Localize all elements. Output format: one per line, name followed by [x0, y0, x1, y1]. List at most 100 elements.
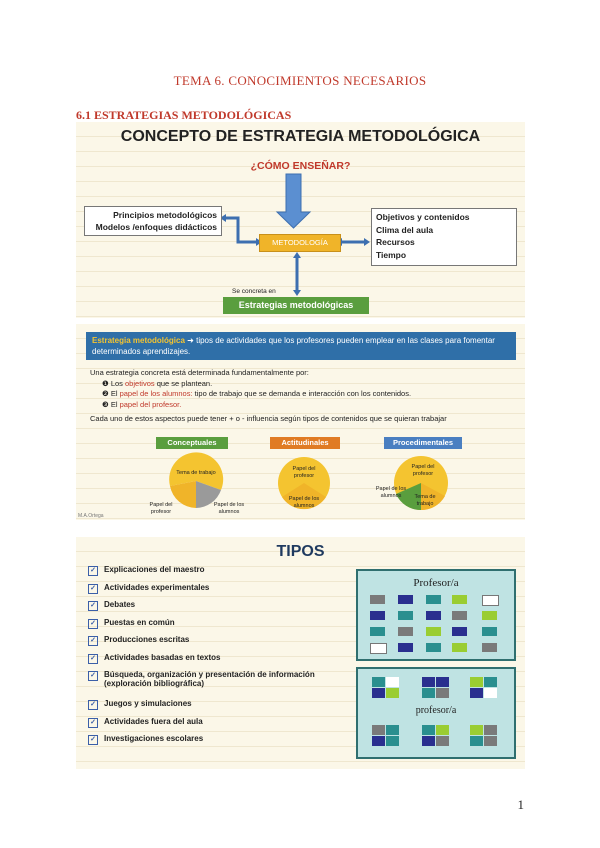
- methodology-node: METODOLOGÍA: [259, 234, 341, 252]
- desk-icon: [370, 611, 385, 620]
- slide-concept: CONCEPTO DE ESTRATEGIA METODOLÓGICA ¿CÓM…: [76, 122, 525, 318]
- factor-objectives: Objetivos y contenidos: [376, 212, 470, 222]
- list-item: ✓ Producciones escritas: [88, 635, 368, 653]
- pie1-label-a: Tema de trabajo: [176, 470, 216, 476]
- determinants-intro: Una estrategia concreta está determinada…: [90, 368, 309, 377]
- desk-icon: [482, 611, 497, 620]
- group-table-icon: [470, 725, 498, 747]
- type-label: Juegos y simulaciones: [104, 699, 192, 708]
- banner-text: tipos de actividades que los profesores …: [92, 336, 495, 356]
- list-item: ✓ Actividades basadas en textos: [88, 653, 368, 671]
- desk-icon: [398, 627, 413, 636]
- strategies-node: Estrategias metodológicas: [223, 297, 369, 314]
- desk-icon: [452, 611, 467, 620]
- list-item: ✓ Debates: [88, 600, 368, 618]
- checkbox-icon: ✓: [88, 735, 98, 745]
- tag-attitudinal: Actitudinales: [270, 437, 340, 449]
- pie1-teacher: [170, 481, 196, 508]
- item-key: papel de los alumnos:: [119, 389, 193, 398]
- slide1-title: CONCEPTO DE ESTRATEGIA METODOLÓGICA: [120, 128, 481, 145]
- pie2-students: [282, 483, 326, 510]
- type-label: Investigaciones escolares: [104, 734, 204, 743]
- checkbox-icon: ✓: [88, 653, 98, 664]
- principles-box: Principios metodológicos Modelos /enfoqu…: [84, 206, 222, 236]
- pie1-students: [196, 481, 221, 508]
- list-item: ✓ Explicaciones del maestro: [88, 565, 368, 583]
- type-label: Actividades basadas en textos: [104, 652, 221, 662]
- desk-icon: [482, 595, 499, 606]
- type-label: Explicaciones del maestro: [104, 565, 205, 574]
- type-label: Debates: [104, 600, 136, 609]
- list-item: ✓ Actividades fuera del aula: [88, 717, 368, 735]
- tag-conceptual: Conceptuales: [156, 437, 228, 449]
- pie1-label-b: Papel del profesor: [149, 502, 173, 515]
- left-connector-icon: [226, 216, 256, 244]
- item-post: que se plantean.: [154, 378, 213, 388]
- pie-attitudinal: [278, 457, 330, 510]
- pie2-label-a: Papel del profesor: [292, 466, 316, 479]
- classroom-rows-panel: Profesor/a: [356, 569, 516, 661]
- number-bullet-icon: ❷: [102, 389, 109, 398]
- pie3-topic: [421, 483, 445, 511]
- list-item: ✓Puestas en común: [88, 618, 368, 636]
- question-label: ¿CÓMO ENSEÑAR?: [250, 160, 351, 172]
- arrow-right-icon: ➜: [187, 336, 194, 345]
- pie3-label-b: Papel de los alumnos: [375, 486, 407, 499]
- slide-types: TIPOS ✓Explicaciones del maestro ✓Activi…: [76, 537, 525, 769]
- classroom-groups-panel: profesor/a: [356, 667, 516, 759]
- desk-icon: [370, 627, 385, 636]
- number-bullet-icon: ❸: [102, 399, 109, 409]
- checkbox-icon: ✓: [88, 583, 98, 594]
- item-key: papel del profesor.: [119, 399, 182, 409]
- desk-icon: [398, 595, 413, 604]
- determinants-text: Una estrategia concreta está determinada…: [90, 368, 520, 425]
- item-post: tipo de trabajo que se demanda e interac…: [192, 389, 412, 398]
- page-number: 1: [517, 797, 525, 812]
- checkbox-icon: ✓: [88, 618, 98, 629]
- factors-box: Objetivos y contenidos Clima del aula Re…: [371, 208, 517, 266]
- number-bullet-icon: ❶: [102, 378, 109, 388]
- checkbox-icon: ✓: [88, 601, 98, 611]
- checkbox-icon: ✓: [88, 700, 98, 710]
- checkbox-icon: ✓: [88, 636, 98, 646]
- pie3-students: [396, 483, 421, 511]
- checkbox-icon: ✓: [88, 566, 98, 576]
- type-label: Producciones escritas: [104, 635, 190, 644]
- concreta-label: Se concreta en: [232, 288, 276, 295]
- factor-time: Tiempo: [376, 249, 407, 260]
- desk-icon: [426, 627, 441, 636]
- panel2-title: profesor/a: [415, 705, 457, 716]
- tag-procedural: Procedimentales: [384, 437, 462, 449]
- down-arrow-icon: [275, 173, 312, 229]
- group-table-icon: [372, 677, 400, 699]
- desk-icon: [482, 643, 497, 652]
- type-label: Actividades fuera del aula: [104, 716, 203, 726]
- principles-line: Principios metodológicos: [113, 210, 217, 220]
- desk-icon: [426, 595, 441, 604]
- panel1-title: Profesor/a: [413, 577, 459, 589]
- group-table-icon: [422, 677, 450, 699]
- banner-highlight: Estrategia metodológica: [92, 336, 185, 345]
- section-title: 6.1 ESTRATEGIAS METODOLÓGICAS: [76, 108, 292, 122]
- models-line: Modelos /enfoques didácticos: [95, 222, 217, 232]
- factor-climate: Clima del aula: [376, 224, 434, 235]
- pie3-label-a: Papel del profesor: [411, 464, 435, 477]
- pie-procedural: [394, 456, 448, 511]
- item-pre: El: [110, 399, 120, 409]
- type-label: Actividades experimentales: [104, 582, 210, 592]
- type-label: Búsqueda, organización y presentación de…: [104, 670, 315, 688]
- desk-icon: [482, 627, 497, 636]
- list-item: ✓ Búsqueda, organización y presentación d…: [88, 670, 333, 699]
- list-item: ✓ Juegos y simulaciones: [88, 699, 368, 717]
- desk-icon: [452, 595, 467, 604]
- checkbox-icon: ✓: [88, 671, 98, 681]
- desk-icon: [398, 611, 413, 620]
- checkbox-icon: ✓: [88, 717, 98, 728]
- influence-note: Cada uno de estos aspectos puede tener +…: [90, 414, 447, 423]
- item-pre: Los: [110, 378, 126, 388]
- list-item: ✓ Actividades experimentales: [88, 583, 368, 601]
- document-title: TEMA 6. CONOCIMIENTOS NECESARIOS: [173, 73, 427, 88]
- desk-icon: [452, 643, 467, 652]
- definition-banner: Estrategia metodológica ➜ tipos de activ…: [86, 332, 516, 360]
- pie3-label-c: Tema de trabajo: [414, 494, 436, 507]
